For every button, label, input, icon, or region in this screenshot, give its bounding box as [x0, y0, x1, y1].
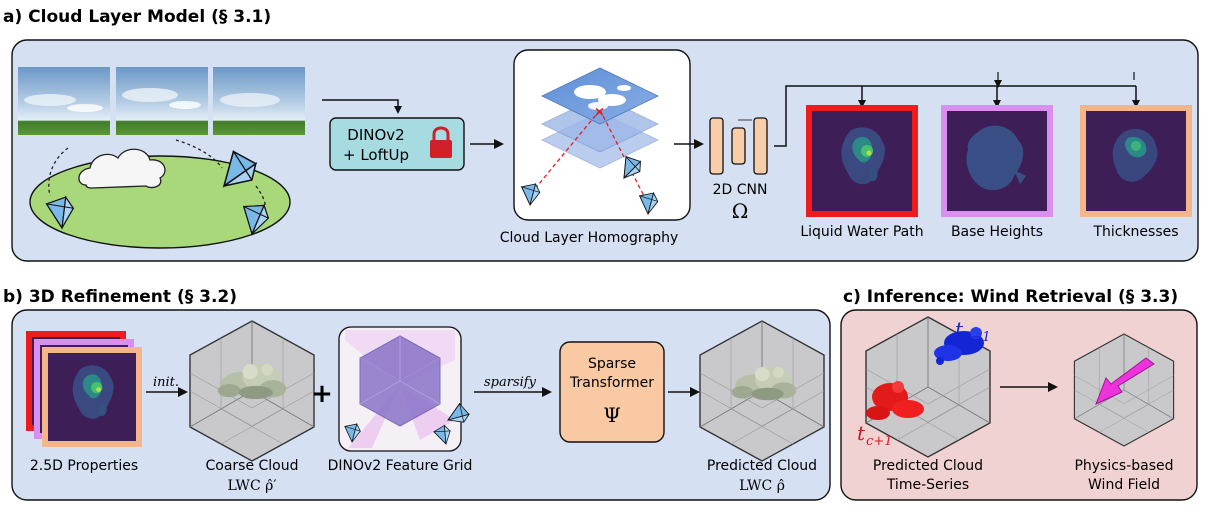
cnn-symbol: Ω: [732, 199, 749, 223]
encoder-label-line1: DINOv2: [347, 126, 404, 144]
t-prev-label: tc−1: [955, 317, 991, 345]
camera-scene: [29, 139, 291, 249]
sky-images: [18, 67, 305, 135]
predicted-sub: LWC ρ̂: [739, 478, 785, 494]
wind-field-cube: [1073, 333, 1175, 447]
cnn-bar: [753, 117, 768, 175]
series-label-line1: Predicted Cloud: [873, 458, 983, 474]
properties-stack: [26, 331, 142, 447]
projection-point-icon: ×: [594, 105, 605, 120]
coarse-label: Coarse Cloud: [205, 458, 298, 474]
cloud-icon: [78, 148, 166, 189]
map-border: [806, 105, 918, 217]
wind-label-line1: Physics-based: [1074, 458, 1173, 474]
init-label: init.: [153, 375, 179, 390]
homography-block: ×: [513, 49, 691, 221]
coarse-sub: LWC ρ̂′: [227, 478, 276, 494]
panel-b-title: b) 3D Refinement (§ 3.2): [3, 287, 237, 307]
map-border: [1080, 105, 1192, 217]
properties-label: 2.5D Properties: [30, 458, 138, 474]
feature-grid-block: [338, 326, 472, 452]
output-label-base: Base Heights: [951, 224, 1043, 240]
transformer-label-line2: Transformer: [569, 375, 654, 391]
cnn-block: 2D CNN Ω: [709, 117, 768, 223]
time-series-cube: [865, 316, 991, 458]
feature-grid-label: DINOv2 Feature Grid: [328, 458, 473, 474]
svg-text:tc+1: tc+1: [857, 421, 893, 449]
svg-text:tc−1: tc−1: [955, 317, 991, 345]
cnn-bar: [731, 127, 746, 165]
cloud-voxels-earlier: [866, 381, 924, 420]
branch-lines: [774, 85, 1136, 147]
wind-arrow-icon: [1095, 357, 1155, 405]
output-label-lwp: Liquid Water Path: [800, 224, 923, 240]
t-next-label: tc+1: [857, 421, 893, 449]
encoder-block: DINOv2 + LoftUp: [329, 117, 465, 171]
cnn-bar: [709, 117, 724, 175]
homography-label: Cloud Layer Homography: [500, 230, 679, 246]
output-label-thickness: Thicknesses: [1092, 224, 1178, 240]
series-label-line2: Time-Series: [886, 477, 969, 493]
encoder-label-line2: + LoftUp: [343, 146, 409, 164]
panel-c-title: c) Inference: Wind Retrieval (§ 3.3): [843, 287, 1178, 307]
cloud-voxels-later: [934, 327, 984, 365]
transformer-block: Sparse Transformer Ψ: [559, 341, 665, 443]
output-map-thickness: [1080, 105, 1192, 217]
transformer-box: [559, 341, 665, 443]
transformer-label-line1: Sparse: [588, 356, 636, 372]
cnn-label: 2D CNN: [713, 182, 768, 198]
output-map-base: [941, 105, 1053, 217]
wind-label-line2: Wind Field: [1088, 477, 1160, 493]
lock-icon: [430, 126, 452, 158]
map-border: [941, 105, 1053, 217]
predicted-label: Predicted Cloud: [707, 458, 817, 474]
panel-a-title: a) Cloud Layer Model (§ 3.1): [3, 7, 271, 27]
sparsify-label: sparsify: [484, 375, 537, 390]
plus-sign: +: [311, 379, 333, 409]
transformer-symbol: Ψ: [603, 403, 621, 427]
output-map-lwp: [806, 105, 918, 217]
arrow-images-to-encoder: [322, 99, 402, 114]
